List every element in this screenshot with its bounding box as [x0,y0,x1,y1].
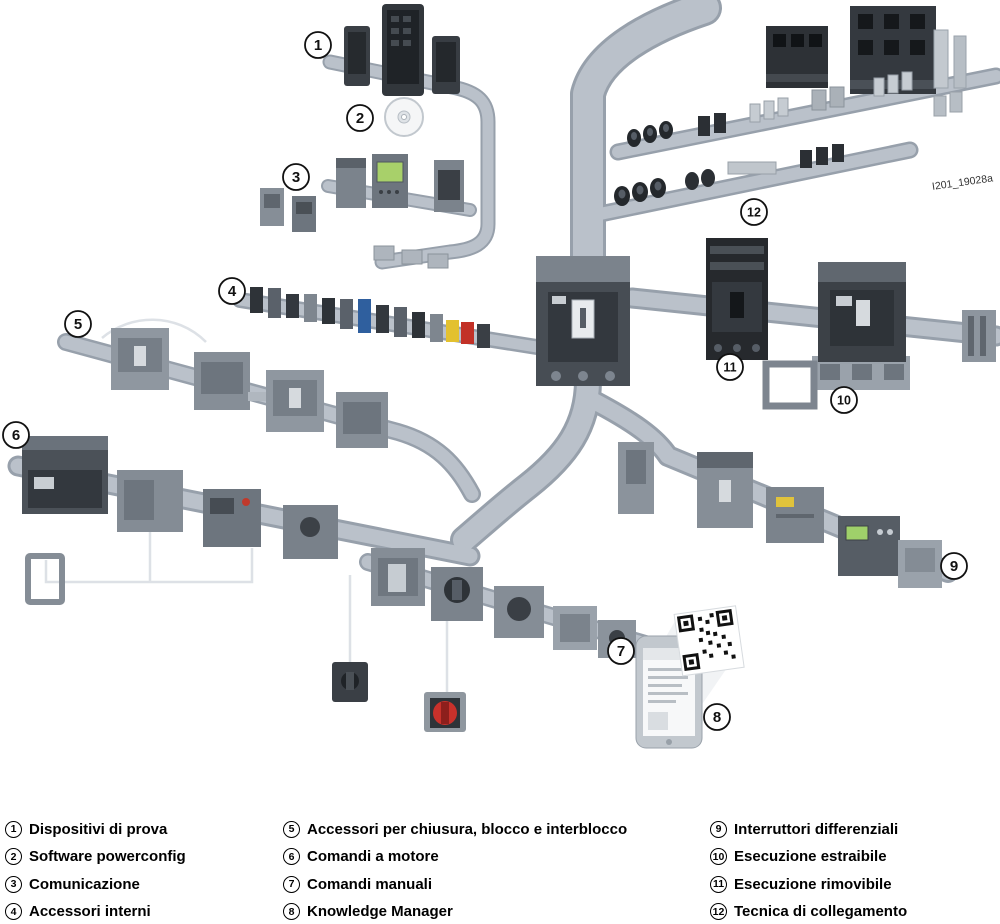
legend-item-1: 1 Dispositivi di prova [5,820,186,838]
callout-5: 5 [64,310,92,338]
legend-num-11: 11 [710,875,727,893]
image-reference-watermark: I201_19028a [931,172,994,192]
legend-num-6: 6 [283,848,300,865]
legend-label-6: Comandi a motore [307,848,439,865]
callout-3-number: 3 [292,169,300,186]
callout-11: 11 [716,353,744,381]
legend-item-6: 6 Comandi a motore [283,848,627,866]
callout-4: 4 [218,277,246,305]
internal-accessories [250,287,490,348]
legend-item-11: 11 Esecuzione rimovibile [710,875,907,893]
legend-item-7: 7 Comandi manuali [283,875,627,893]
legend-column-3: 9 Interruttori differenziali 10 Esecuzio… [710,820,907,924]
rear-terminal-block [962,310,996,362]
callout-3: 3 [282,163,310,191]
legend-num-4: 4 [5,903,22,920]
door-frame-accessory [762,360,818,410]
legend-item-3: 3 Comunicazione [5,875,186,893]
manual-operators [371,548,636,658]
callout-6: 6 [2,421,30,449]
diagram-canvas: 1 2 3 4 5 6 7 8 9 10 11 12 I201_19028a [2,0,1000,749]
callout-9-number: 9 [950,558,958,575]
legend-label-2: Software powerconfig [29,848,186,865]
legend-item-12: 12 Tecnica di collegamento [710,903,907,921]
motor-operators [22,436,338,605]
callout-12: 12 [740,198,768,226]
legend-item-4: 4 Accessori interni [5,903,186,921]
callout-4-number: 4 [228,283,237,300]
callout-2-number: 2 [356,110,364,127]
locking-accessories [111,328,388,448]
legend-num-12: 12 [710,903,727,920]
legend-item-9: 9 Interruttori differenziali [710,820,907,838]
callout-8-number: 8 [713,709,721,726]
callout-9: 9 [940,552,968,580]
callout-8: 8 [703,703,731,731]
knowledge-manager-phone [635,605,745,749]
legend-num-10: 10 [710,848,727,865]
plug-in-breaker [706,238,768,360]
callout-10-number: 10 [837,394,851,408]
legend-label-4: Accessori interni [29,903,151,920]
legend-item-10: 10 Esecuzione estraibile [710,848,907,866]
test-devices [344,4,460,96]
legend-column-1: 1 Dispositivi di prova 2 Software powerc… [5,820,186,924]
legend-item-2: 2 Software powerconfig [5,848,186,866]
legend-num-7: 7 [283,875,300,893]
legend-label-5: Accessori per chiusura, blocco e interbl… [307,820,628,838]
legend-label-3: Comunicazione [29,875,140,893]
callout-6-number: 6 [12,427,20,444]
legend-item-8: 8 Knowledge Manager [283,903,627,921]
legend-label-10: Esecuzione estraibile [734,848,887,865]
legend-label-12: Tecnica di collegamento [734,903,908,920]
legend-label-7: Comandi manuali [307,875,433,893]
legend-label-11: Esecuzione rimovibile [734,875,892,893]
residual-current-devices [618,442,942,588]
callout-5-number: 5 [74,316,82,333]
legend-item-5: 5 Accessori per chiusura, blocco e inter… [283,820,627,838]
communication-modules [260,154,464,269]
legend-label-1: Dispositivi di prova [29,820,168,838]
callout-2: 2 [346,104,374,132]
callout-7: 7 [607,637,635,665]
powerconfig-disc [384,97,424,137]
callout-1-number: 1 [314,37,322,54]
legend-num-5: 5 [283,820,300,838]
legend-num-1: 1 [5,820,22,838]
callout-12-number: 12 [747,206,761,220]
callout-1: 1 [304,31,332,59]
legend-num-2: 2 [5,848,22,865]
mounting-frame [25,553,65,605]
legend: 1 Dispositivi di prova 2 Software powerc… [0,820,1000,924]
connection-technology-items [614,6,967,206]
callout-10: 10 [830,386,858,414]
legend-num-9: 9 [710,820,727,838]
callout-11-number: 11 [723,361,736,375]
central-breaker [536,256,630,386]
door-mounted-handles [332,662,466,732]
legend-num-3: 3 [5,875,22,893]
legend-num-8: 8 [283,903,300,920]
legend-label-8: Knowledge Manager [307,903,453,920]
legend-column-2: 5 Accessori per chiusura, blocco e inter… [283,820,627,924]
callout-7-number: 7 [617,643,625,660]
legend-label-9: Interruttori differenziali [734,820,899,838]
qr-code [673,605,745,677]
draw-out-breaker [762,262,910,410]
